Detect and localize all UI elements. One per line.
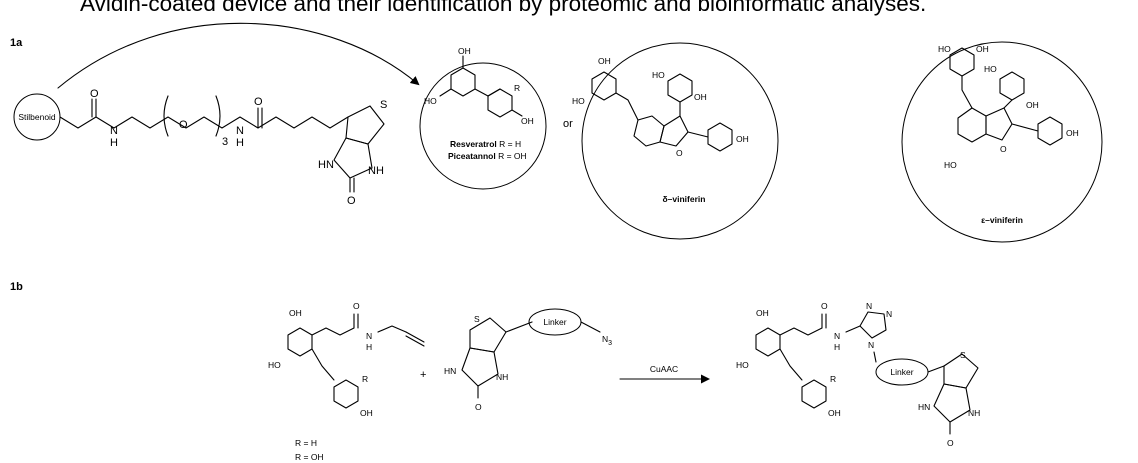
azide-biotin-reactant: S HN NH O Linker N3 <box>444 308 612 412</box>
svg-text:H: H <box>110 137 118 149</box>
svg-text:N: N <box>110 125 118 137</box>
panel-label-1a: 1a <box>10 37 23 49</box>
svg-text:HN: HN <box>318 159 334 171</box>
or-conjunction: or <box>563 118 573 130</box>
svg-text:HO: HO <box>652 70 665 80</box>
probe-structure: Stilbenoid O N H O 3 N H O S HN NH O <box>13 88 387 207</box>
svg-text:N: N <box>834 331 840 341</box>
resveratrol-name: Resveratrol <box>450 139 497 149</box>
svg-text:Piceatannol R = OH: Piceatannol R = OH <box>448 151 527 161</box>
piceatannol-name: Piceatannol <box>448 151 496 161</box>
svg-text:OH: OH <box>756 308 769 318</box>
svg-text:O: O <box>179 119 188 131</box>
r-option-h: R = H <box>295 438 317 448</box>
svg-text:NH: NH <box>968 408 980 418</box>
svg-text:O: O <box>676 148 683 158</box>
svg-text:HO: HO <box>572 96 585 106</box>
svg-text:N: N <box>366 331 372 341</box>
svg-text:HO: HO <box>424 96 437 106</box>
svg-text:O: O <box>1000 144 1007 154</box>
svg-text:N: N <box>236 125 244 137</box>
svg-text:R: R <box>362 374 368 384</box>
svg-text:O: O <box>353 301 360 311</box>
resveratrol-r: R = H <box>497 139 521 149</box>
resveratrol-structure: OH HO R OH Resveratrol R = H Piceatannol… <box>419 46 547 190</box>
svg-text:OH: OH <box>1026 100 1039 110</box>
piceatannol-r: R = OH <box>496 151 527 161</box>
alkyne-stilbenoid-reactant: OH HO O N H R OH <box>268 301 425 418</box>
svg-text:S: S <box>474 314 480 324</box>
svg-text:OH: OH <box>360 408 373 418</box>
delta-viniferin-structure: OH HO O HO OH OH δ–viniferin <box>572 42 779 240</box>
delta-viniferin-name: δ–viniferin <box>663 194 706 204</box>
svg-text:S: S <box>960 350 966 360</box>
svg-text:OH: OH <box>976 44 989 54</box>
svg-text:HO: HO <box>268 360 281 370</box>
svg-text:OH: OH <box>289 308 302 318</box>
svg-text:OH: OH <box>828 408 841 418</box>
svg-text:S: S <box>380 99 387 111</box>
svg-text:O: O <box>821 301 828 311</box>
reaction-condition-label: CuAAC <box>650 364 678 374</box>
svg-text:OH: OH <box>458 46 471 56</box>
svg-text:O: O <box>347 195 356 207</box>
svg-text:NH: NH <box>496 372 508 382</box>
svg-text:HN: HN <box>918 402 930 412</box>
epsilon-viniferin-name: ε–viniferin <box>981 215 1023 225</box>
svg-text:H: H <box>366 342 372 352</box>
svg-text:NH: NH <box>368 165 384 177</box>
svg-text:HO: HO <box>938 44 951 54</box>
svg-text:N: N <box>868 340 874 350</box>
repeat-subscript: 3 <box>222 136 228 148</box>
svg-text:OH: OH <box>598 56 611 66</box>
svg-text:O: O <box>90 88 99 100</box>
svg-text:H: H <box>834 342 840 352</box>
svg-text:OH: OH <box>521 116 534 126</box>
r-option-oh: R = OH <box>295 452 324 462</box>
figure-caption: Avidin-coated device and their identific… <box>80 0 927 16</box>
svg-text:O: O <box>254 96 263 108</box>
svg-text:N: N <box>886 309 892 319</box>
svg-text:N3: N3 <box>602 334 612 347</box>
azide-label: N <box>602 334 608 344</box>
substitution-arrow <box>57 22 420 89</box>
svg-text:N: N <box>866 301 872 311</box>
azide-subscript: 3 <box>608 340 612 347</box>
svg-text:OH: OH <box>736 134 749 144</box>
svg-text:O: O <box>947 438 954 448</box>
svg-text:H: H <box>236 137 244 149</box>
svg-text:OH: OH <box>1066 128 1079 138</box>
svg-text:R: R <box>830 374 836 384</box>
triazole-product: OH HO O N H N N N Linker S HN NH O R OH <box>736 301 980 448</box>
reactant-linker-label: Linker <box>543 317 566 327</box>
svg-text:HO: HO <box>736 360 749 370</box>
product-linker-label: Linker <box>890 367 913 377</box>
svg-text:OH: OH <box>694 92 707 102</box>
panel-label-1b: 1b <box>10 281 23 293</box>
svg-text:O: O <box>475 402 482 412</box>
svg-text:Resveratrol R = H: Resveratrol R = H <box>450 139 521 149</box>
epsilon-viniferin-structure: HO OH HO O HO OH OH ε–viniferin <box>901 41 1103 243</box>
svg-text:HO: HO <box>984 64 997 74</box>
plus-sign: + <box>420 369 426 381</box>
svg-text:R: R <box>514 83 520 93</box>
stilbenoid-node-label: Stilbenoid <box>18 112 56 122</box>
svg-text:HN: HN <box>444 366 456 376</box>
svg-text:HO: HO <box>944 160 957 170</box>
